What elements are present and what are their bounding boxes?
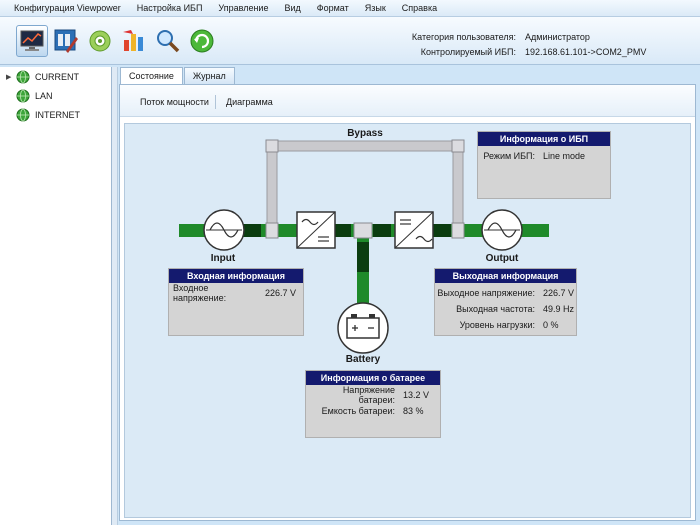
tab-bar: Состояние Журнал	[120, 67, 236, 84]
chart-icon	[123, 30, 143, 51]
output-info-title: Выходная информация	[435, 269, 576, 283]
user-category-value: Администратор	[525, 31, 590, 42]
load-level-label: Уровень нагрузки:	[459, 320, 535, 330]
battery-voltage-label: Напряжение батареи:	[342, 385, 395, 405]
battery-info-panel: Информация о батарее Напряжение батареи:…	[305, 370, 441, 438]
input-voltage-label: Входное напряжение:	[173, 283, 227, 303]
menu-control[interactable]: Управление	[218, 3, 269, 13]
bypass-corner-left	[265, 139, 279, 153]
power-flow-diagram: Bypass Input Output Battery Информация о…	[124, 123, 691, 518]
battery-info-title: Информация о батарее	[306, 371, 440, 385]
junction-cap	[265, 222, 279, 239]
tree-item-label: LAN	[35, 91, 53, 101]
menu-viewpower-config[interactable]: Конфигурация Viewpower	[14, 3, 121, 13]
monitored-ups-label: Контролируемый ИБП:	[420, 46, 516, 57]
bypass-corner-right	[451, 139, 465, 153]
search-icon	[157, 30, 180, 53]
network-globe-icon	[16, 89, 30, 103]
ups-info-title: Информация о ИБП	[478, 132, 610, 146]
menu-bar: Конфигурация Viewpower Настройка ИБП Упр…	[0, 0, 700, 17]
output-info-panel: Выходная информация Выходное напряжение:…	[434, 268, 577, 336]
ups-config-button[interactable]	[50, 25, 82, 57]
ups-info-panel: Информация о ИБП Режим ИБП: Line mode	[477, 131, 611, 199]
tree-item-current[interactable]: ▶ CURRENT	[6, 70, 79, 84]
menu-help[interactable]: Справка	[401, 3, 438, 13]
battery-icon	[337, 302, 389, 354]
refresh-button[interactable]	[186, 25, 218, 57]
input-info-panel: Входная информация Входное напряжение: 2…	[168, 268, 304, 336]
output-voltage-label: Выходное напряжение:	[437, 288, 535, 298]
output-frequency-value: 49.9 Hz	[543, 304, 575, 314]
output-voltage-value: 226.7 V	[543, 288, 575, 298]
tab-log[interactable]: Журнал	[183, 67, 235, 84]
user-category-label: Категория пользователя:	[411, 31, 516, 42]
menu-language[interactable]: Язык	[364, 3, 386, 13]
monitor-icon	[20, 30, 44, 51]
battery-capacity-label: Емкость батареи:	[321, 406, 395, 416]
toolbar: Категория пользователя: Администратор Ко…	[0, 17, 700, 65]
bypass-line	[266, 140, 464, 152]
flow-dark-segment	[433, 224, 451, 237]
input-voltage-value: 226.7 V	[265, 288, 297, 298]
bypass-label: Bypass	[347, 128, 383, 139]
output-frequency-label: Выходная частота:	[456, 304, 535, 314]
battery-voltage-value: 13.2 V	[403, 390, 430, 400]
ups-mode-label: Режим ИБП:	[483, 151, 535, 161]
tree-item-lan[interactable]: LAN	[6, 89, 53, 103]
flow-dark-segment	[357, 242, 369, 272]
output-ac-icon	[481, 209, 523, 251]
tree-item-internet[interactable]: INTERNET	[6, 108, 80, 122]
input-ac-icon	[203, 209, 245, 251]
menu-view[interactable]: Вид	[284, 3, 301, 13]
output-label: Output	[485, 253, 519, 264]
inverter-icon	[394, 211, 434, 249]
user-info: Категория пользователя: Администратор Ко…	[400, 29, 646, 59]
expand-arrow-icon[interactable]: ▶	[6, 74, 12, 81]
monitor-button[interactable]	[16, 25, 48, 57]
monitored-ups-value: 192.168.61.101->COM2_PMV	[525, 46, 647, 57]
battery-label: Battery	[345, 354, 381, 365]
network-globe-icon	[16, 70, 30, 84]
tree-item-label: INTERNET	[35, 110, 80, 120]
junction-cap	[353, 222, 373, 239]
subtab-divider	[215, 95, 216, 109]
device-tree: ▶ CURRENT LAN INTERNET	[0, 67, 112, 525]
load-level-value: 0 %	[543, 320, 559, 330]
menu-ups-settings[interactable]: Настройка ИБП	[136, 3, 203, 13]
panel-splitter[interactable]	[112, 67, 118, 525]
gear-icon	[89, 30, 111, 52]
ups-mode-value: Line mode	[543, 151, 586, 161]
subtab-power-flow[interactable]: Поток мощности	[140, 97, 209, 107]
rectifier-icon	[296, 211, 336, 249]
power-flow-graphic	[179, 139, 549, 354]
ups-config-icon	[54, 29, 78, 53]
menu-format[interactable]: Формат	[316, 3, 349, 13]
refresh-icon	[190, 29, 214, 53]
tree-item-label: CURRENT	[35, 72, 79, 82]
bypass-left-line	[266, 140, 278, 228]
settings-button[interactable]	[84, 25, 116, 57]
search-button[interactable]	[152, 25, 184, 57]
battery-capacity-value: 83 %	[403, 406, 424, 416]
input-info-title: Входная информация	[169, 269, 303, 283]
bypass-right-line	[452, 140, 464, 228]
flow-dark-segment	[373, 224, 391, 237]
chart-button[interactable]	[118, 25, 150, 57]
tab-status[interactable]: Состояние	[120, 67, 183, 84]
subtab-bar: Поток мощности Диаграмма	[120, 85, 695, 117]
junction-cap	[451, 222, 465, 239]
input-label: Input	[210, 253, 236, 264]
network-globe-icon	[16, 108, 30, 122]
subtab-diagram[interactable]: Диаграмма	[226, 97, 273, 107]
status-content: Поток мощности Диаграмма	[119, 84, 696, 521]
